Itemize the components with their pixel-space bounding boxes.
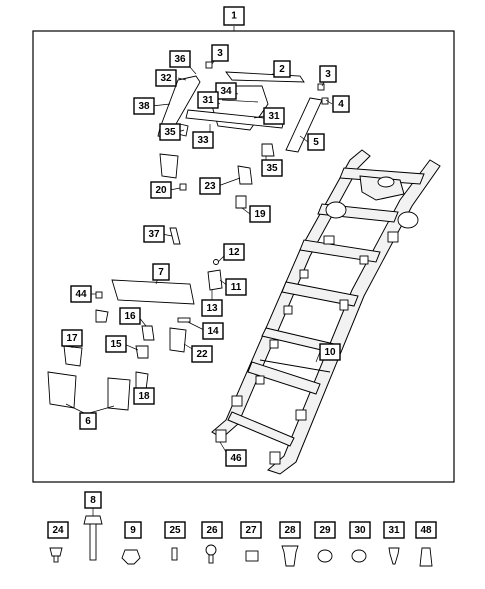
callout-label: 35	[164, 127, 176, 138]
callout-label: 16	[124, 311, 136, 322]
fastener-callout-label: 24	[52, 525, 64, 536]
callout-label: 23	[204, 181, 216, 192]
callout-label: 13	[206, 303, 218, 314]
fastener-callout-48: 48	[415, 521, 437, 539]
callout-label: 3	[325, 69, 331, 80]
callout-label: 3	[217, 48, 223, 59]
callout-36: 36	[169, 50, 191, 68]
callout-label: 7	[158, 267, 164, 278]
callout-20: 20	[150, 181, 172, 199]
callout-7: 7	[152, 263, 170, 281]
fastener-callout-29: 29	[314, 521, 336, 539]
callout-5: 5	[307, 133, 325, 151]
callout-label: 33	[197, 135, 209, 146]
callout-label: 6	[85, 416, 91, 427]
callout-label: 12	[228, 247, 240, 258]
fastener-callout-label: 30	[354, 525, 366, 536]
fastener-callout-label: 27	[245, 525, 257, 536]
callout-label: 36	[174, 54, 186, 65]
fastener-callout-25: 25	[164, 521, 186, 539]
upper-parts	[47, 61, 329, 411]
fastener-callout-30: 30	[349, 521, 371, 539]
callout-37: 37	[143, 225, 165, 243]
fastener-callout-label: 28	[284, 525, 296, 536]
fastener-callout-label: 8	[90, 495, 96, 506]
diagram-border	[32, 30, 455, 483]
callout-label: 38	[138, 101, 150, 112]
fastener-callout-label: 26	[206, 525, 218, 536]
callout-label: 31	[268, 111, 280, 122]
callout-label: 34	[220, 86, 232, 97]
callout-12: 12	[223, 243, 245, 261]
callout-18: 18	[133, 387, 155, 405]
fastener-callout-labels: 8 24 9 25 26 27 28 29 30 31 48	[47, 491, 437, 539]
callout-label: 4	[338, 99, 344, 110]
callout-15: 15	[105, 335, 127, 353]
fastener-callout-label: 48	[420, 525, 432, 536]
callout-label: 5	[313, 137, 319, 148]
fastener-callout-28: 28	[279, 521, 301, 539]
callout-44: 44	[70, 285, 92, 303]
callout-19: 19	[249, 205, 271, 223]
callout-38: 38	[133, 97, 155, 115]
fastener-callout-31: 31	[383, 521, 405, 539]
callout-label: 31	[202, 95, 214, 106]
callout-34: 34	[215, 82, 237, 100]
fastener-callout-26: 26	[201, 521, 223, 539]
fastener-callout-8: 8	[84, 491, 102, 509]
fastener-callout-label: 29	[319, 525, 331, 536]
callout-6: 6	[79, 412, 97, 430]
callout-label: 20	[155, 185, 167, 196]
callout-46: 46	[225, 449, 247, 467]
callout-label: 22	[196, 349, 208, 360]
main-callout: 1	[223, 6, 245, 26]
fastener-callout-label: 9	[130, 525, 136, 536]
callout-label: 44	[75, 289, 87, 300]
callout-3: 3	[319, 65, 337, 83]
callout-10: 10	[319, 343, 341, 361]
callout-4: 4	[332, 95, 350, 113]
callout-35: 35	[261, 159, 283, 177]
callout-13: 13	[201, 299, 223, 317]
fastener-callout-label: 25	[169, 525, 181, 536]
callout-label: 37	[148, 229, 160, 240]
callout-16: 16	[119, 307, 141, 325]
callout-31: 31	[197, 91, 219, 109]
callout-31: 31	[263, 107, 285, 125]
callout-label: 17	[66, 333, 78, 344]
callout-label: 35	[266, 163, 278, 174]
callout-22: 22	[191, 345, 213, 363]
callout-label: 15	[110, 339, 122, 350]
callout-23: 23	[199, 177, 221, 195]
callout-label: 19	[254, 209, 266, 220]
callout-3: 3	[211, 44, 229, 62]
fastener-callout-27: 27	[240, 521, 262, 539]
callout-32: 32	[155, 69, 177, 87]
callout-11: 11	[225, 278, 247, 296]
fastener-callout-label: 31	[388, 525, 400, 536]
callout-label: 11	[231, 282, 242, 293]
callout-33: 33	[192, 131, 214, 149]
frame-assembly	[211, 149, 441, 475]
callout-2: 2	[273, 60, 291, 78]
callout-label: 32	[160, 73, 172, 84]
callout-1: 1	[231, 11, 237, 22]
callout-label: 10	[324, 347, 336, 358]
callout-17: 17	[61, 329, 83, 347]
callout-14: 14	[202, 322, 224, 340]
fastener-callout-9: 9	[124, 521, 142, 539]
callout-35: 35	[159, 123, 181, 141]
fastener-icons	[49, 508, 433, 567]
callout-label: 46	[230, 453, 242, 464]
callout-label: 18	[138, 391, 150, 402]
fastener-callout-24: 24	[47, 521, 69, 539]
callout-label: 14	[207, 326, 219, 337]
callout-label: 2	[279, 64, 285, 75]
